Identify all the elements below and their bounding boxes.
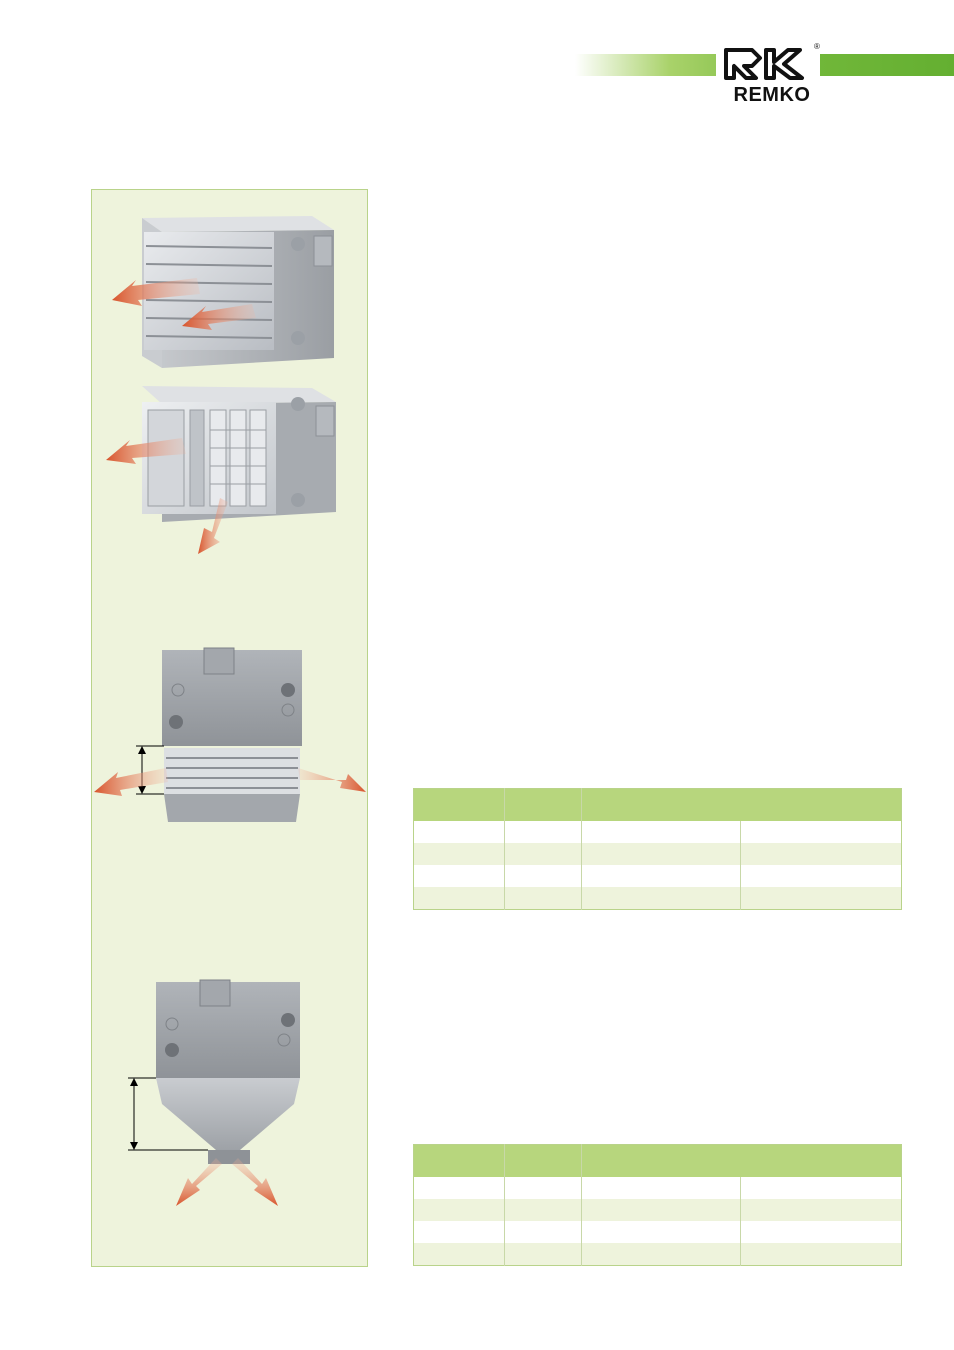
table-cell (413, 1199, 505, 1221)
spec-table-1 (413, 788, 902, 910)
table-row (413, 887, 902, 910)
table-row (413, 1199, 902, 1221)
header-cell (581, 1144, 902, 1177)
spec-table-2 (413, 1144, 902, 1266)
table-row (413, 1177, 902, 1199)
table-cell (581, 865, 742, 887)
table-cell (413, 1221, 505, 1243)
table-cell (740, 1243, 902, 1266)
table-cell (504, 887, 582, 910)
table-cell (740, 865, 902, 887)
table-cell (581, 1177, 742, 1199)
table-header-row (413, 788, 902, 821)
table-row (413, 821, 902, 843)
unit-heater-top-view-louvres-icon (94, 647, 366, 822)
table-cell (413, 1243, 505, 1266)
table-cell (740, 1221, 902, 1243)
table-cell (504, 821, 582, 843)
brand-name: REMKO (733, 84, 811, 106)
table-cell (413, 821, 505, 843)
table-cell (740, 887, 902, 910)
unit-heater-top-view-nozzle-icon (128, 979, 300, 1206)
remko-logo-icon (724, 48, 804, 80)
unit-heater-louvres-front-icon (112, 216, 334, 368)
table-cell (740, 1177, 902, 1199)
registered-mark: ® (814, 42, 820, 51)
header-cell (581, 788, 902, 821)
table-cell (413, 865, 505, 887)
header-cell (413, 788, 505, 821)
table-cell (581, 1243, 742, 1266)
table-cell (504, 1221, 582, 1243)
table-cell (581, 821, 742, 843)
header-cell (504, 1144, 582, 1177)
table-cell (413, 1177, 505, 1199)
table-cell (581, 843, 742, 865)
header-cell (504, 788, 582, 821)
table-header-row (413, 1144, 902, 1177)
table-cell (413, 843, 505, 865)
table-cell (413, 887, 505, 910)
table-cell (581, 1199, 742, 1221)
table-row (413, 865, 902, 887)
table-row (413, 1243, 902, 1266)
table-row (413, 1221, 902, 1243)
table-cell (740, 1199, 902, 1221)
table-cell (504, 1243, 582, 1266)
brand-logo: ® REMKO (716, 42, 820, 106)
illustration-panel (91, 189, 368, 1267)
table-cell (504, 843, 582, 865)
table-cell (740, 843, 902, 865)
table-cell (504, 1177, 582, 1199)
table-cell (581, 1221, 742, 1243)
table-cell (581, 887, 742, 910)
table-row (413, 843, 902, 865)
table-cell (504, 1199, 582, 1221)
table-cell (504, 865, 582, 887)
header-cell (413, 1144, 505, 1177)
unit-heater-open-grille-icon (106, 386, 336, 554)
table-cell (740, 821, 902, 843)
